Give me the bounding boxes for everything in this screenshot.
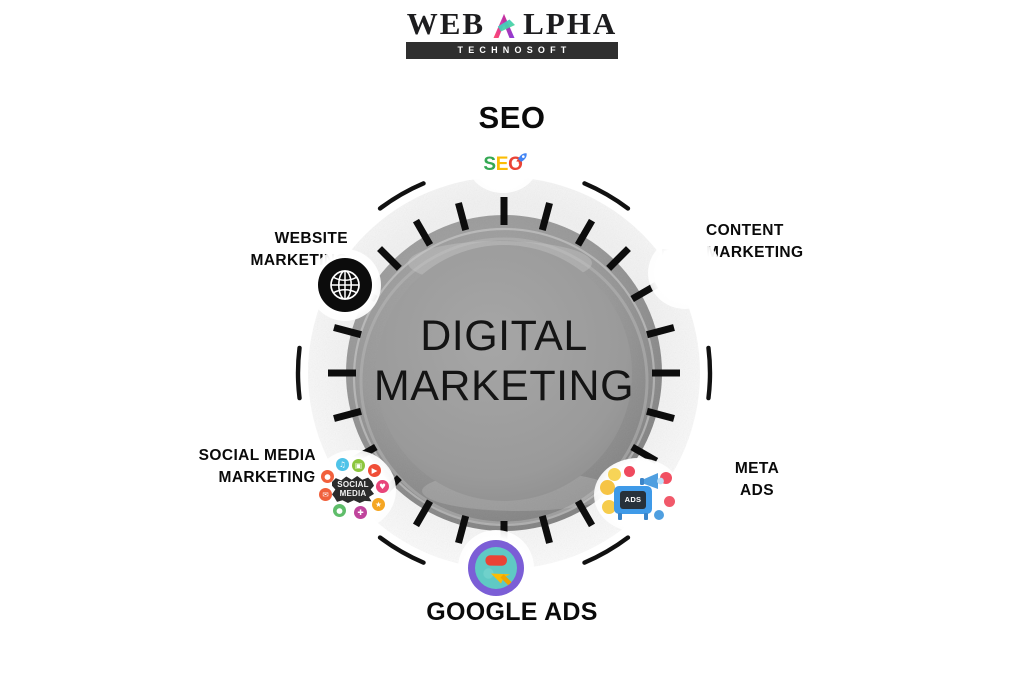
tick-mark — [646, 407, 675, 422]
seo-letter-e: E — [495, 153, 509, 175]
center-title-line-2: MARKETING — [374, 362, 634, 410]
chip-music-icon: ♫ — [336, 458, 349, 471]
tick-mark — [538, 202, 553, 231]
chip-rss-icon: ● — [321, 470, 334, 483]
reaction-heart-icon — [624, 466, 635, 477]
chip-mail-icon: ✉ — [319, 488, 332, 501]
label-website-marketing-line-1: WEBSITE — [274, 230, 348, 247]
chip-star-icon: ★ — [372, 498, 385, 511]
label-content-marketing: CONTENT MARKETING — [706, 220, 906, 264]
badge-halo — [468, 135, 538, 193]
arc-segment — [706, 345, 713, 401]
label-social-media-marketing-line-2: MARKETING — [218, 469, 316, 486]
megaphone-icon — [640, 470, 666, 497]
google-ads-cursor-icon — [468, 540, 524, 596]
website-marketing-icon-badge — [309, 249, 381, 321]
social-media-marketing-icon-badge: ♫ ▣ ▶ ♥ ★ ✚ ● ✉ ● SOCIAL MEDIA — [312, 450, 396, 530]
ads-tv-icon: ADS — [614, 486, 652, 514]
emoji-blob-3 — [602, 500, 616, 514]
arc-segment — [377, 181, 426, 211]
emoji-blob-2 — [608, 468, 621, 481]
label-meta-ads: META ADS — [692, 458, 822, 502]
social-media-burst-core: SOCIAL MEDIA — [332, 476, 374, 503]
ads-screen-label: ADS — [624, 495, 642, 505]
seo-heading: SEO — [478, 100, 546, 135]
label-meta-ads-line-1: META — [734, 460, 780, 477]
center-title-line-1: DIGITAL — [420, 312, 588, 360]
emoji-blob-1 — [600, 480, 615, 495]
label-content-marketing-line-1: CONTENT — [706, 222, 784, 239]
ads-tv-legs — [618, 513, 622, 520]
chip-chat-icon: ● — [333, 504, 346, 517]
alpha-a-gradient-icon — [489, 11, 519, 41]
meta-ads-icon-badge: ADS — [594, 458, 682, 532]
ads-tv-reactions-icon: ADS — [600, 466, 676, 522]
label-social-media-marketing-line-1: SOCIAL MEDIA — [198, 447, 316, 464]
tick-mark — [574, 499, 596, 528]
brand-word-web: WEB — [406, 6, 486, 41]
seo-google-colors-icon: S E O — [483, 152, 527, 175]
chip-heart-icon: ♥ — [376, 480, 389, 493]
tick-mark — [630, 443, 659, 465]
brand-logo: WEB — [0, 8, 1024, 59]
tick-mark — [455, 202, 470, 231]
rocket-icon — [515, 150, 528, 164]
arc-segment — [377, 535, 426, 565]
chip-camera-icon: ▣ — [352, 459, 365, 472]
ads-tv-screen: ADS — [620, 491, 646, 509]
arc-segment — [295, 345, 302, 401]
chip-video-icon: ▶ — [368, 464, 381, 477]
content-marketing-icon-badge — [648, 237, 722, 309]
label-content-marketing-line-2: MARKETING — [706, 244, 804, 261]
reaction-bubble-icon — [654, 510, 664, 520]
social-burst-line-2: MEDIA — [339, 488, 367, 498]
tick-mark — [606, 246, 631, 271]
label-social-media-marketing: SOCIAL MEDIA MARKETING — [120, 445, 316, 489]
globe-icon — [318, 258, 372, 312]
social-media-burst-icon: ♫ ▣ ▶ ♥ ★ ✚ ● ✉ ● SOCIAL MEDIA — [318, 458, 389, 520]
tick-mark — [455, 515, 470, 544]
label-meta-ads-line-2: ADS — [740, 482, 774, 499]
arc-segment — [582, 535, 631, 565]
arc-segment — [582, 181, 631, 211]
tick-mark — [377, 246, 402, 271]
outer-arc-ring — [295, 181, 713, 565]
brand-tagline: TECHNOSOFT — [457, 45, 572, 55]
reaction-dot-icon — [664, 496, 675, 507]
badge-halo — [648, 237, 722, 309]
tick-mark — [412, 218, 434, 247]
tick-mark — [646, 324, 675, 339]
google-ads-icon-badge — [458, 530, 534, 606]
tick-mark — [333, 407, 362, 422]
seo-icon-badge: S E O — [466, 135, 540, 193]
tick-mark — [412, 499, 434, 528]
social-burst-line-1: SOCIAL — [337, 480, 369, 490]
google-ads-heading: GOOGLE ADS — [426, 598, 598, 626]
brand-word-lpha: LPHA — [523, 6, 618, 41]
seo-letter-s: S — [483, 153, 496, 175]
tick-mark — [333, 324, 362, 339]
brand-wordmark: WEB — [407, 8, 617, 39]
google-ads-inner-disc — [475, 547, 517, 589]
tick-mark — [538, 515, 553, 544]
brand-tagline-bar: TECHNOSOFT — [406, 42, 618, 59]
chip-thumbsup-icon: ✚ — [354, 506, 367, 519]
ads-tv-legs — [644, 513, 648, 520]
tick-mark — [574, 218, 596, 247]
